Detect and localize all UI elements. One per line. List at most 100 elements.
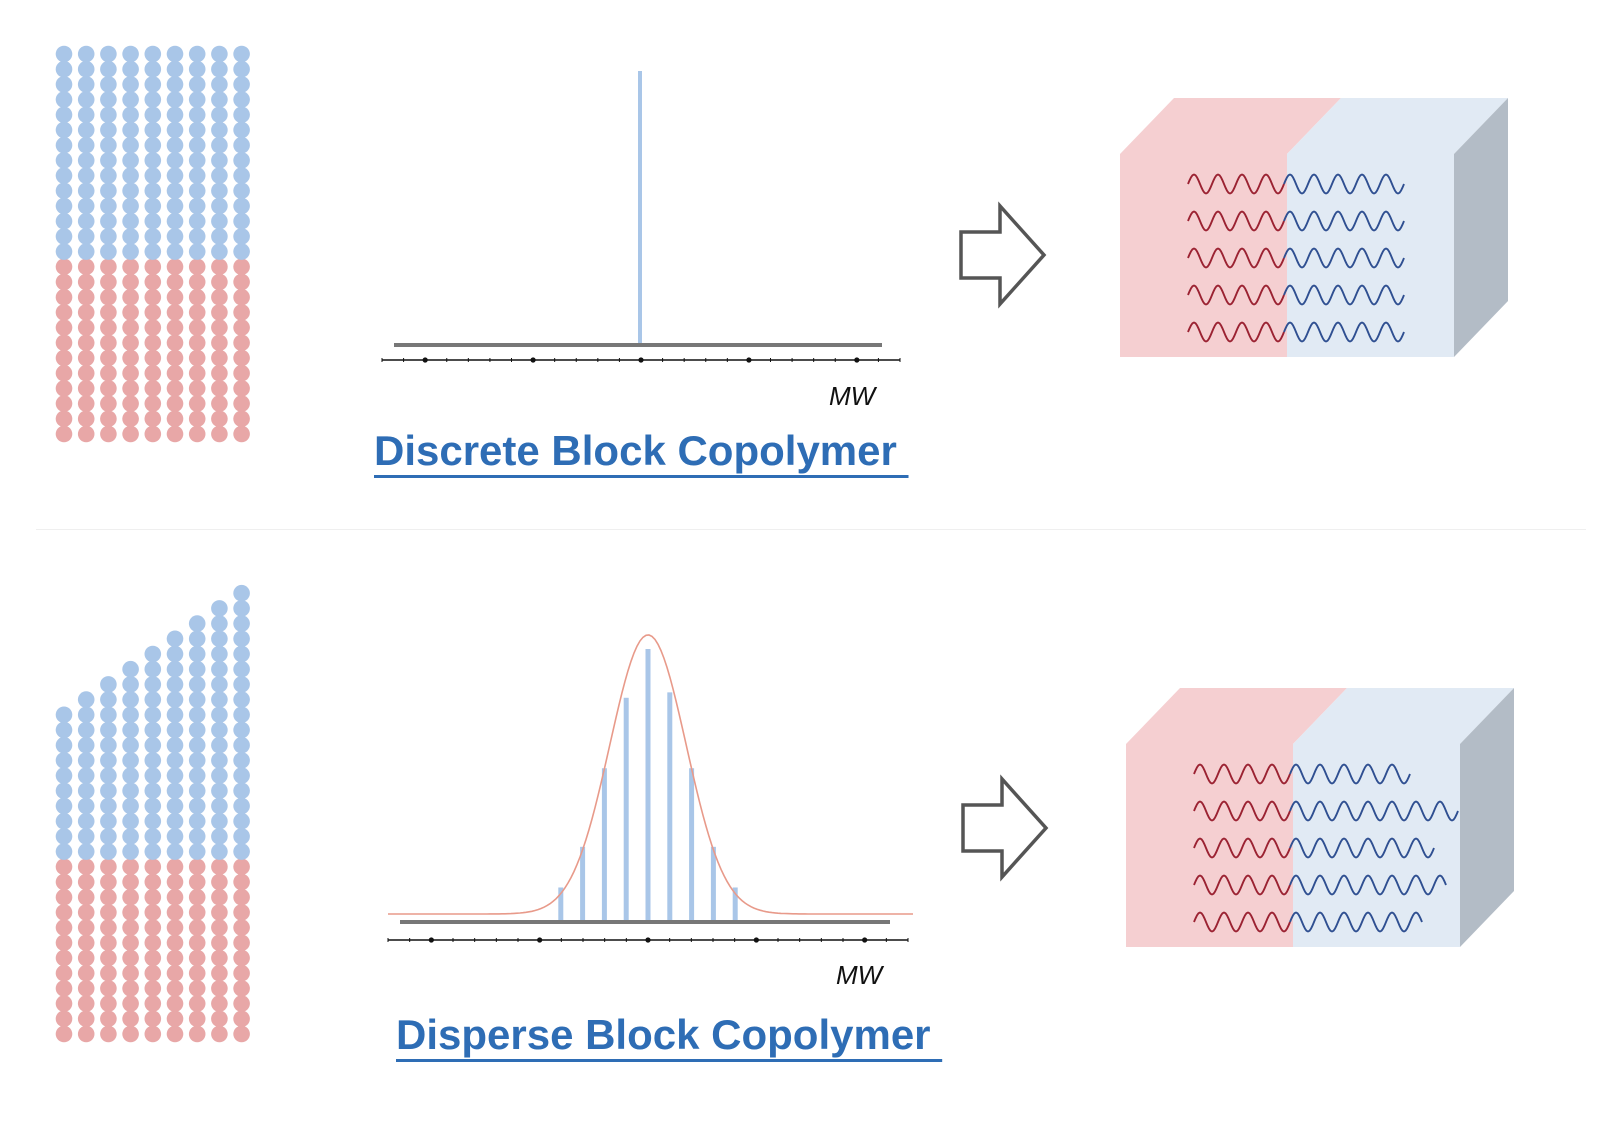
red-block-bead: [144, 980, 162, 997]
blue-block-bead: [77, 60, 95, 78]
red-block-bead: [100, 888, 117, 906]
blue-block-bead: [211, 152, 228, 169]
blue-block-bead: [122, 228, 139, 245]
red-block-bead: [211, 410, 228, 428]
polymer-chain: [144, 645, 162, 1043]
blue-block-bead: [144, 182, 162, 200]
blue-block-bead: [166, 797, 184, 815]
blue-block-bead: [188, 152, 206, 169]
blue-block-bead: [144, 91, 162, 108]
red-block-bead: [55, 919, 73, 936]
red-block-bead: [188, 904, 206, 921]
blue-block-bead: [77, 706, 95, 724]
blue-block-bead: [233, 767, 250, 784]
red-block-bead: [188, 934, 206, 952]
blue-block-bead: [100, 828, 117, 845]
red-block-bead: [144, 364, 162, 382]
blue-block-bead: [55, 197, 73, 215]
blue-block-bead: [122, 212, 139, 230]
red-block-bead: [55, 304, 73, 321]
blue-block-bead: [211, 752, 228, 769]
blue-block-bead: [166, 121, 184, 139]
red-block-bead: [122, 364, 139, 382]
blue-block-bead: [166, 630, 184, 648]
blue-block-bead: [211, 691, 228, 708]
blue-block-bead: [55, 60, 73, 78]
blue-block-bead: [188, 212, 206, 230]
red-block-bead: [122, 288, 139, 306]
red-block-chain: [1187, 173, 1285, 195]
red-block-bead: [188, 364, 206, 382]
red-block-chain: [1187, 284, 1285, 306]
mw-population-bar: [558, 887, 564, 920]
blue-block-bead: [122, 843, 139, 860]
mw-axis-major-tick: [645, 937, 651, 943]
blue-block-bead: [77, 812, 95, 830]
red-block-bead: [122, 949, 139, 967]
blue-block-bead: [144, 706, 162, 724]
polymer-chain: [55, 45, 73, 443]
blue-block-chain: [1289, 763, 1411, 785]
red-block-bead: [166, 349, 184, 367]
blue-block-bead: [211, 828, 228, 845]
blue-block-bead: [211, 243, 228, 260]
red-block-bead: [188, 858, 206, 876]
blue-block-bead: [233, 615, 250, 632]
blue-block-bead: [144, 797, 162, 815]
blue-domain-front: [1287, 154, 1454, 357]
blue-block-bead: [166, 243, 184, 260]
red-domain-top: [1126, 688, 1347, 744]
polymer-chain: [100, 45, 117, 443]
disperse-caption: Disperse Block Copolymer: [396, 1011, 943, 1058]
red-block-bead: [233, 873, 250, 891]
blue-block-chain: [1283, 173, 1405, 195]
blue-block-bead: [166, 752, 184, 769]
blue-block-bead: [188, 706, 206, 724]
blue-block-bead: [233, 212, 250, 230]
red-block-bead: [100, 1025, 117, 1043]
blue-block-bead: [55, 212, 73, 230]
blue-block-bead: [100, 767, 117, 784]
blue-domain-top: [1287, 98, 1508, 154]
blue-block-bead: [166, 645, 184, 663]
blue-block-bead: [233, 152, 250, 169]
blue-block-bead: [166, 212, 184, 230]
blue-block-bead: [188, 721, 206, 739]
blue-block-bead: [166, 106, 184, 124]
blue-block-bead: [233, 45, 250, 63]
cube-side-face: [1454, 98, 1508, 357]
panel-divider: [36, 529, 1586, 530]
blue-block-bead: [166, 228, 184, 245]
red-block-bead: [144, 873, 162, 891]
red-block-bead: [122, 995, 139, 1012]
red-block-bead: [144, 349, 162, 367]
blue-block-bead: [77, 843, 95, 860]
blue-block-bead: [100, 197, 117, 215]
blue-block-bead: [188, 797, 206, 815]
red-block-bead: [166, 949, 184, 967]
red-block-bead: [77, 873, 95, 891]
red-block-bead: [144, 1010, 162, 1028]
red-block-bead: [77, 258, 95, 276]
red-block-bead: [188, 425, 206, 443]
blue-block-bead: [144, 828, 162, 845]
blue-block-bead: [77, 197, 95, 215]
blue-block-bead: [122, 782, 139, 800]
blue-block-bead: [144, 691, 162, 708]
mw-population-bar: [601, 768, 607, 920]
red-block-bead: [211, 364, 228, 382]
red-block-bead: [144, 964, 162, 982]
red-block-bead: [166, 995, 184, 1012]
red-block-bead: [55, 858, 73, 876]
red-block-bead: [122, 1010, 139, 1028]
red-block-bead: [188, 1025, 206, 1043]
red-block-bead: [188, 995, 206, 1012]
red-block-bead: [55, 364, 73, 382]
blue-block-bead: [55, 106, 73, 124]
red-block-bead: [144, 1025, 162, 1043]
polymer-chain: [166, 45, 184, 443]
blue-block-bead: [144, 121, 162, 139]
blue-block-bead: [144, 843, 162, 860]
red-block-bead: [166, 964, 184, 982]
red-block-bead: [233, 904, 250, 921]
